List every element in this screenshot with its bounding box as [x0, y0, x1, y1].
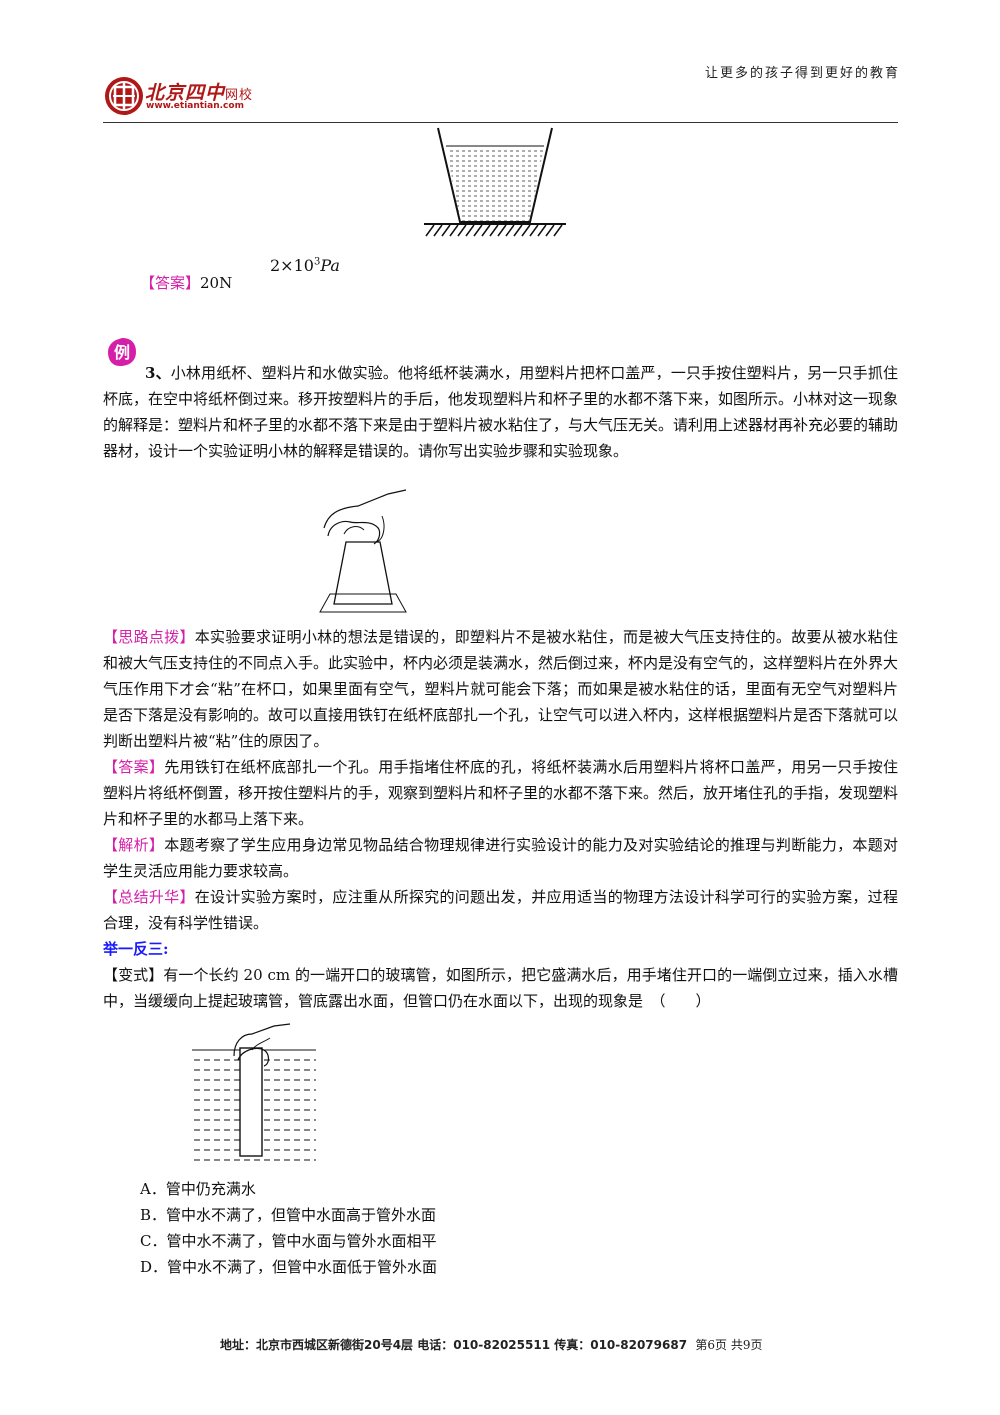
question-text: 小林用纸杯、塑料片和水做实验。他将纸杯装满水，用塑料片把杯口盖严，一只手按住塑料… [103, 364, 899, 460]
logo-name: 北京四中网校 [145, 78, 253, 105]
tube-in-water-figure [192, 1023, 316, 1161]
header-divider [103, 122, 898, 123]
summary-text: 在设计实验方案时，应注重从所探究的问题出发，并应用适当的物理方法设计科学可行的实… [103, 888, 898, 932]
hint-paragraph: 【思路点拨】本实验要求证明小林的想法是错误的，即塑料片不是被水粘住，而是被大气压… [103, 624, 898, 754]
hint-label: 【思路点拨】 [103, 628, 195, 646]
analysis-text: 本题考察了学生应用身边常见物品结合物理规律进行实验设计的能力及对实验结论的推理与… [103, 836, 898, 880]
question-number: 3、 [145, 364, 171, 382]
container-figure [424, 127, 566, 237]
logo-url: www.etiantian.com [146, 101, 244, 111]
answer-1: 【答案】20N [140, 272, 232, 293]
pressure-formula: 2×103Pa [270, 256, 340, 275]
answer-3-label: 【答案】 [103, 758, 165, 776]
formula-exponent: 3 [313, 256, 321, 268]
answer-paragraph: 【答案】先用铁钉在纸杯底部扎一个孔。用手指堵住杯底的孔，将纸杯装满水后用塑料片将… [103, 754, 898, 832]
footer-address: 地址：北京市西城区新德街20号4层 电话：010-82025511 传真：010… [220, 1338, 688, 1352]
option-c: C．管中水不满了，管中水面与管外水面相平 [140, 1232, 437, 1250]
svg-text:例: 例 [114, 343, 130, 362]
school-logo [105, 77, 143, 115]
variation-text: 有一个长约 20 cm 的一端开口的玻璃管，如图所示，把它盛满水后，用手堵住开口… [103, 966, 898, 1010]
variation-label: 【变式】 [103, 966, 164, 984]
answer-3-text: 先用铁钉在纸杯底部扎一个孔。用手指堵住杯底的孔，将纸杯装满水后用塑料片将杯口盖严… [103, 758, 899, 828]
page-footer: 地址：北京市西城区新德街20号4层 电话：010-82025511 传真：010… [220, 1336, 920, 1353]
hint-text: 本实验要求证明小林的想法是错误的，即塑料片不是被水粘住，而是被大气压支持住的。故… [103, 628, 899, 750]
analysis-paragraph: 【解析】本题考察了学生应用身边常见物品结合物理规律进行实验设计的能力及对实验结论… [103, 832, 898, 884]
variation-question: 【变式】有一个长约 20 cm 的一端开口的玻璃管，如图所示，把它盛满水后，用手… [103, 962, 898, 1014]
answer-value: 20N [200, 274, 233, 292]
example-badge-icon: 例 [108, 338, 136, 366]
footer-page-number: 第6页 共9页 [695, 1338, 763, 1352]
answer-label: 【答案】 [140, 274, 201, 292]
option-b: B．管中水不满了，但管中水面高于管外水面 [140, 1206, 437, 1224]
header-slogan: 让更多的孩子得到更好的教育 [704, 66, 900, 81]
formula-base: 2×10 [270, 256, 314, 275]
summary-paragraph: 【总结升华】在设计实验方案时，应注重从所探究的问题出发，并应用适当的物理方法设计… [103, 884, 898, 936]
option-a: A．管中仍充满水 [140, 1180, 256, 1198]
example-3-question: 3、小林用纸杯、塑料片和水做实验。他将纸杯装满水，用塑料片把杯口盖严，一只手按住… [103, 360, 898, 464]
analysis-label: 【解析】 [103, 836, 165, 854]
logo-sub-text: 网校 [225, 88, 254, 103]
option-d: D．管中水不满了，但管中水面低于管外水面 [140, 1258, 438, 1276]
variation-heading: 举一反三: [103, 940, 169, 958]
summary-label: 【总结升华】 [103, 888, 195, 906]
formula-unit: Pa [320, 256, 340, 275]
inverted-cup-figure [319, 489, 407, 613]
logo-main-text: 北京四中 [145, 82, 226, 104]
